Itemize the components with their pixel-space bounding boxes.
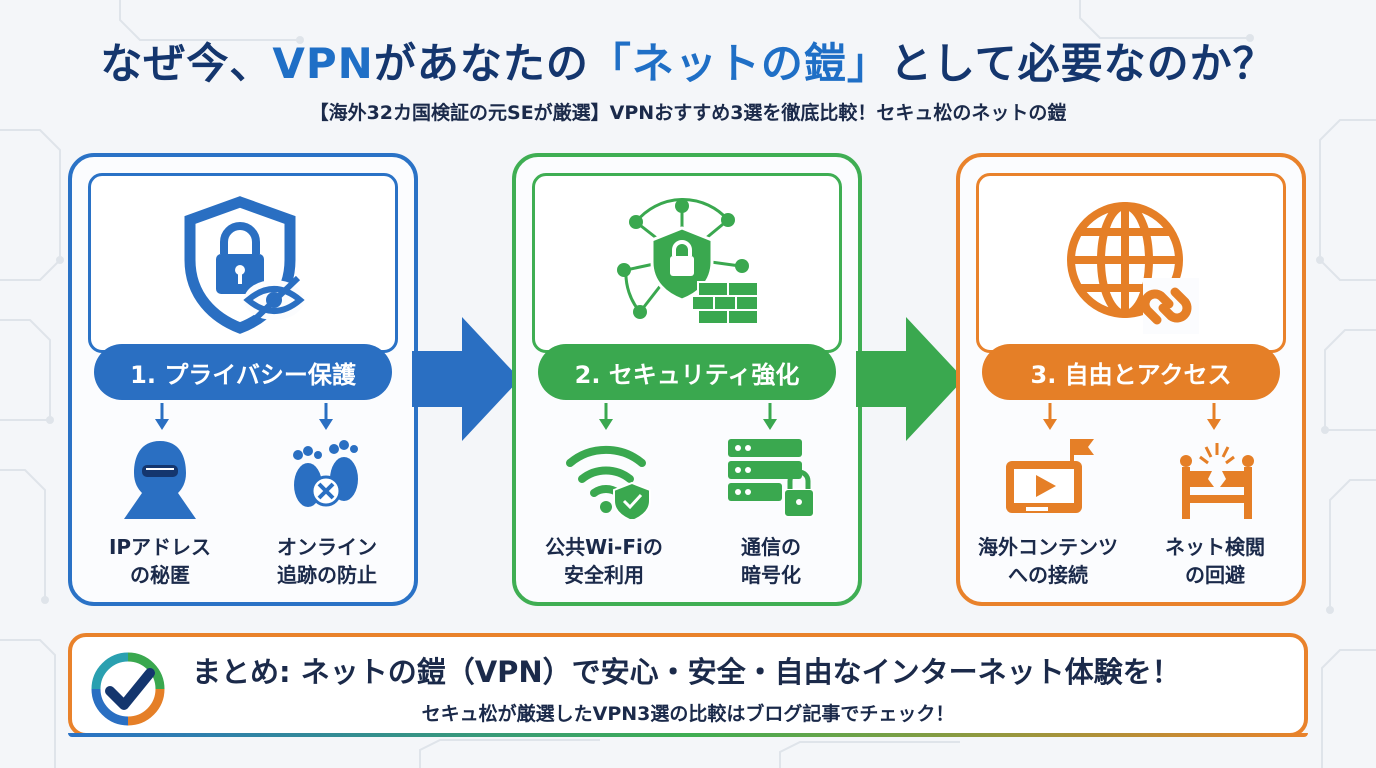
summary-gradient-strip xyxy=(68,733,1308,737)
card-security: 2. セキュリティ強化 公共Wi-Fiの安全利用 通信の暗号化 xyxy=(512,153,862,606)
checkmark-ring-icon xyxy=(91,652,165,726)
down-arrow-icon xyxy=(1207,403,1221,430)
down-arrow-icon xyxy=(1043,403,1057,430)
title-part-1: なぜ今、 xyxy=(100,39,273,88)
footprints-x-icon xyxy=(293,440,358,507)
summary-headline: まとめ: ネットの鎧（VPN）で安心・安全・自由なインターネット体験を！ xyxy=(192,655,1181,689)
globe-link-icon xyxy=(1067,202,1199,334)
item-line1: ネット検閲 xyxy=(1165,535,1265,559)
summary-box: まとめ: ネットの鎧（VPN）で安心・安全・自由なインターネット体験を！ セキュ… xyxy=(68,633,1308,737)
title-armor-accent: 「ネットの鎧」 xyxy=(588,39,890,88)
card-privacy: 1. プライバシー保護 IPアドレスの秘匿 オンライン追跡の防止 xyxy=(68,153,418,606)
item-line2: への接続 xyxy=(1008,563,1088,587)
network-shield-firewall-icon xyxy=(617,198,759,325)
server-lock-icon xyxy=(728,439,815,518)
down-arrow-icon xyxy=(763,403,777,430)
hooded-hacker-icon xyxy=(124,441,196,519)
summary-cta: セキュ松が厳選したVPN3選の比較はブログ記事でチェック！ xyxy=(421,703,955,725)
card-privacy-label: 1. プライバシー保護 xyxy=(94,344,392,400)
privacy-item-tracking: オンライン追跡の防止 xyxy=(242,533,412,589)
freedom-item-content: 海外コンテンツへの接続 xyxy=(963,533,1133,589)
item-line1: オンライン xyxy=(277,535,377,559)
down-arrow-icon xyxy=(599,403,613,430)
wifi-shield-icon xyxy=(566,445,651,519)
privacy-item-ip: IPアドレスの秘匿 xyxy=(75,533,245,589)
item-line2: の秘匿 xyxy=(130,563,190,587)
down-arrow-icon xyxy=(155,403,169,430)
card-freedom: 3. 自由とアクセス 海外コンテンツへの接続 ネット検閲の回避 xyxy=(956,153,1306,606)
title-vpn-accent: VPN xyxy=(272,39,374,88)
item-line1: IPアドレス xyxy=(108,535,212,559)
freedom-item-censorship: ネット検閲の回避 xyxy=(1130,533,1300,589)
item-line2: 暗号化 xyxy=(741,563,801,587)
broken-barrier-icon xyxy=(1180,443,1254,519)
card-privacy-icon-frame xyxy=(88,173,398,353)
card-freedom-icon-frame xyxy=(976,173,1286,353)
flow-arrow-green xyxy=(856,317,964,441)
card-security-icon-frame xyxy=(532,173,842,353)
item-line1: 海外コンテンツ xyxy=(978,535,1118,559)
item-line2: 安全利用 xyxy=(564,563,644,587)
down-arrow-icon xyxy=(319,403,333,430)
security-item-encryption: 通信の暗号化 xyxy=(686,533,856,589)
item-line1: 公共Wi-Fiの xyxy=(545,535,663,559)
security-item-wifi: 公共Wi-Fiの安全利用 xyxy=(519,533,689,589)
page-title: なぜ今、VPNがあなたの「ネットの鎧」として必要なのか？ xyxy=(0,30,1376,91)
card-freedom-label: 3. 自由とアクセス xyxy=(982,344,1280,400)
page-subtitle: 【海外32カ国検証の元SEが厳選】VPNおすすめ3選を徹底比較！セキュ松のネット… xyxy=(309,102,1067,124)
title-part-2: があなたの xyxy=(373,39,589,88)
shield-lock-eye-icon xyxy=(184,196,305,334)
title-part-3: として必要なのか？ xyxy=(889,39,1276,88)
item-line1: 通信の xyxy=(741,535,801,559)
item-line2: 追跡の防止 xyxy=(277,563,377,587)
flow-arrow-blue xyxy=(412,317,520,441)
video-flag-icon xyxy=(1006,439,1094,513)
item-line2: の回避 xyxy=(1185,563,1245,587)
card-security-label: 2. セキュリティ強化 xyxy=(538,344,836,400)
